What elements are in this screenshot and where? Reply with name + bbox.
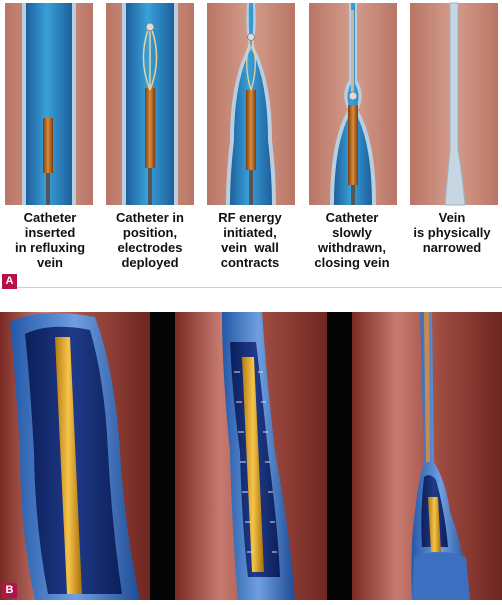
separator (327, 312, 352, 600)
contracted-wall-ridges (234, 371, 277, 553)
panel-b-badge: B (2, 583, 17, 598)
step-2-figure (106, 3, 194, 205)
deployed-electrodes (246, 39, 256, 91)
step-3-caption: RF energy initiated, vein wall contracts (200, 210, 300, 270)
step-5-caption: Vein is physically narrowed (402, 210, 502, 255)
catheter-shaft (249, 140, 253, 205)
catheter-rod (55, 337, 82, 594)
catheter-tip (145, 22, 155, 32)
step-1-figure (5, 3, 93, 205)
caption-line: electrodes (117, 240, 183, 255)
catheter-electrode (246, 90, 256, 170)
render-stage-2 (175, 312, 327, 600)
caption-line: initiated, (223, 225, 277, 240)
panel-divider (17, 287, 502, 288)
withdrawn-electrode-wire (351, 10, 354, 95)
caption-line: inserted (24, 225, 76, 240)
closed-vein-segment (424, 312, 430, 462)
catheter-tip (247, 33, 255, 41)
caption-line: withdrawn, (318, 240, 386, 255)
caption-line: slowly (332, 225, 372, 240)
caption-line: is physically (413, 225, 491, 240)
caption-line: narrowed (422, 240, 482, 255)
render-stage-1 (0, 312, 150, 600)
caption-line: deployed (121, 255, 179, 270)
catheter-electrode (43, 118, 53, 173)
render-stage-3 (352, 312, 502, 600)
catheter-rod (242, 357, 264, 572)
caption-line: position, (122, 225, 178, 240)
caption-line: Catheter (23, 210, 77, 225)
panel-b-svg (0, 312, 502, 600)
caption-line: vein (36, 255, 63, 270)
catheter-sheath (412, 552, 470, 600)
catheter-electrode (348, 105, 358, 185)
panel-a-svg (5, 2, 498, 206)
vein-lumen (334, 3, 372, 205)
step-1-caption: Catheter inserted in refluxing vein (0, 210, 100, 270)
panel-b-illustration (0, 312, 502, 600)
step-4-figure (309, 3, 397, 205)
catheter-electrode (145, 88, 155, 168)
caption-line: vein wall (221, 240, 279, 255)
deployed-electrodes (142, 29, 158, 91)
step-5-figure (410, 2, 498, 206)
vein-lumen (26, 3, 72, 205)
step-3-figure (207, 3, 295, 205)
panel-a-illustration (0, 0, 502, 210)
catheter-tip (348, 91, 358, 101)
caption-line: RF energy (218, 210, 282, 225)
panel-a-badge: A (2, 274, 17, 289)
step-4-caption: Catheter slowly withdrawn, closing vein (302, 210, 402, 270)
separator (150, 312, 175, 600)
caption-line: contracts (220, 255, 280, 270)
caption-line: Catheter (325, 210, 379, 225)
step-2-caption: Catheter in position, electrodes deploye… (100, 210, 200, 270)
caption-line: in refluxing (14, 240, 86, 255)
caption-line: Catheter in (116, 210, 184, 225)
caption-line: closing vein (314, 255, 390, 270)
catheter-rod (428, 497, 441, 552)
panel-a-captions: Catheter inserted in refluxing vein Cath… (0, 210, 502, 270)
narrowed-vein (444, 2, 466, 206)
caption-line: Vein (438, 210, 466, 225)
